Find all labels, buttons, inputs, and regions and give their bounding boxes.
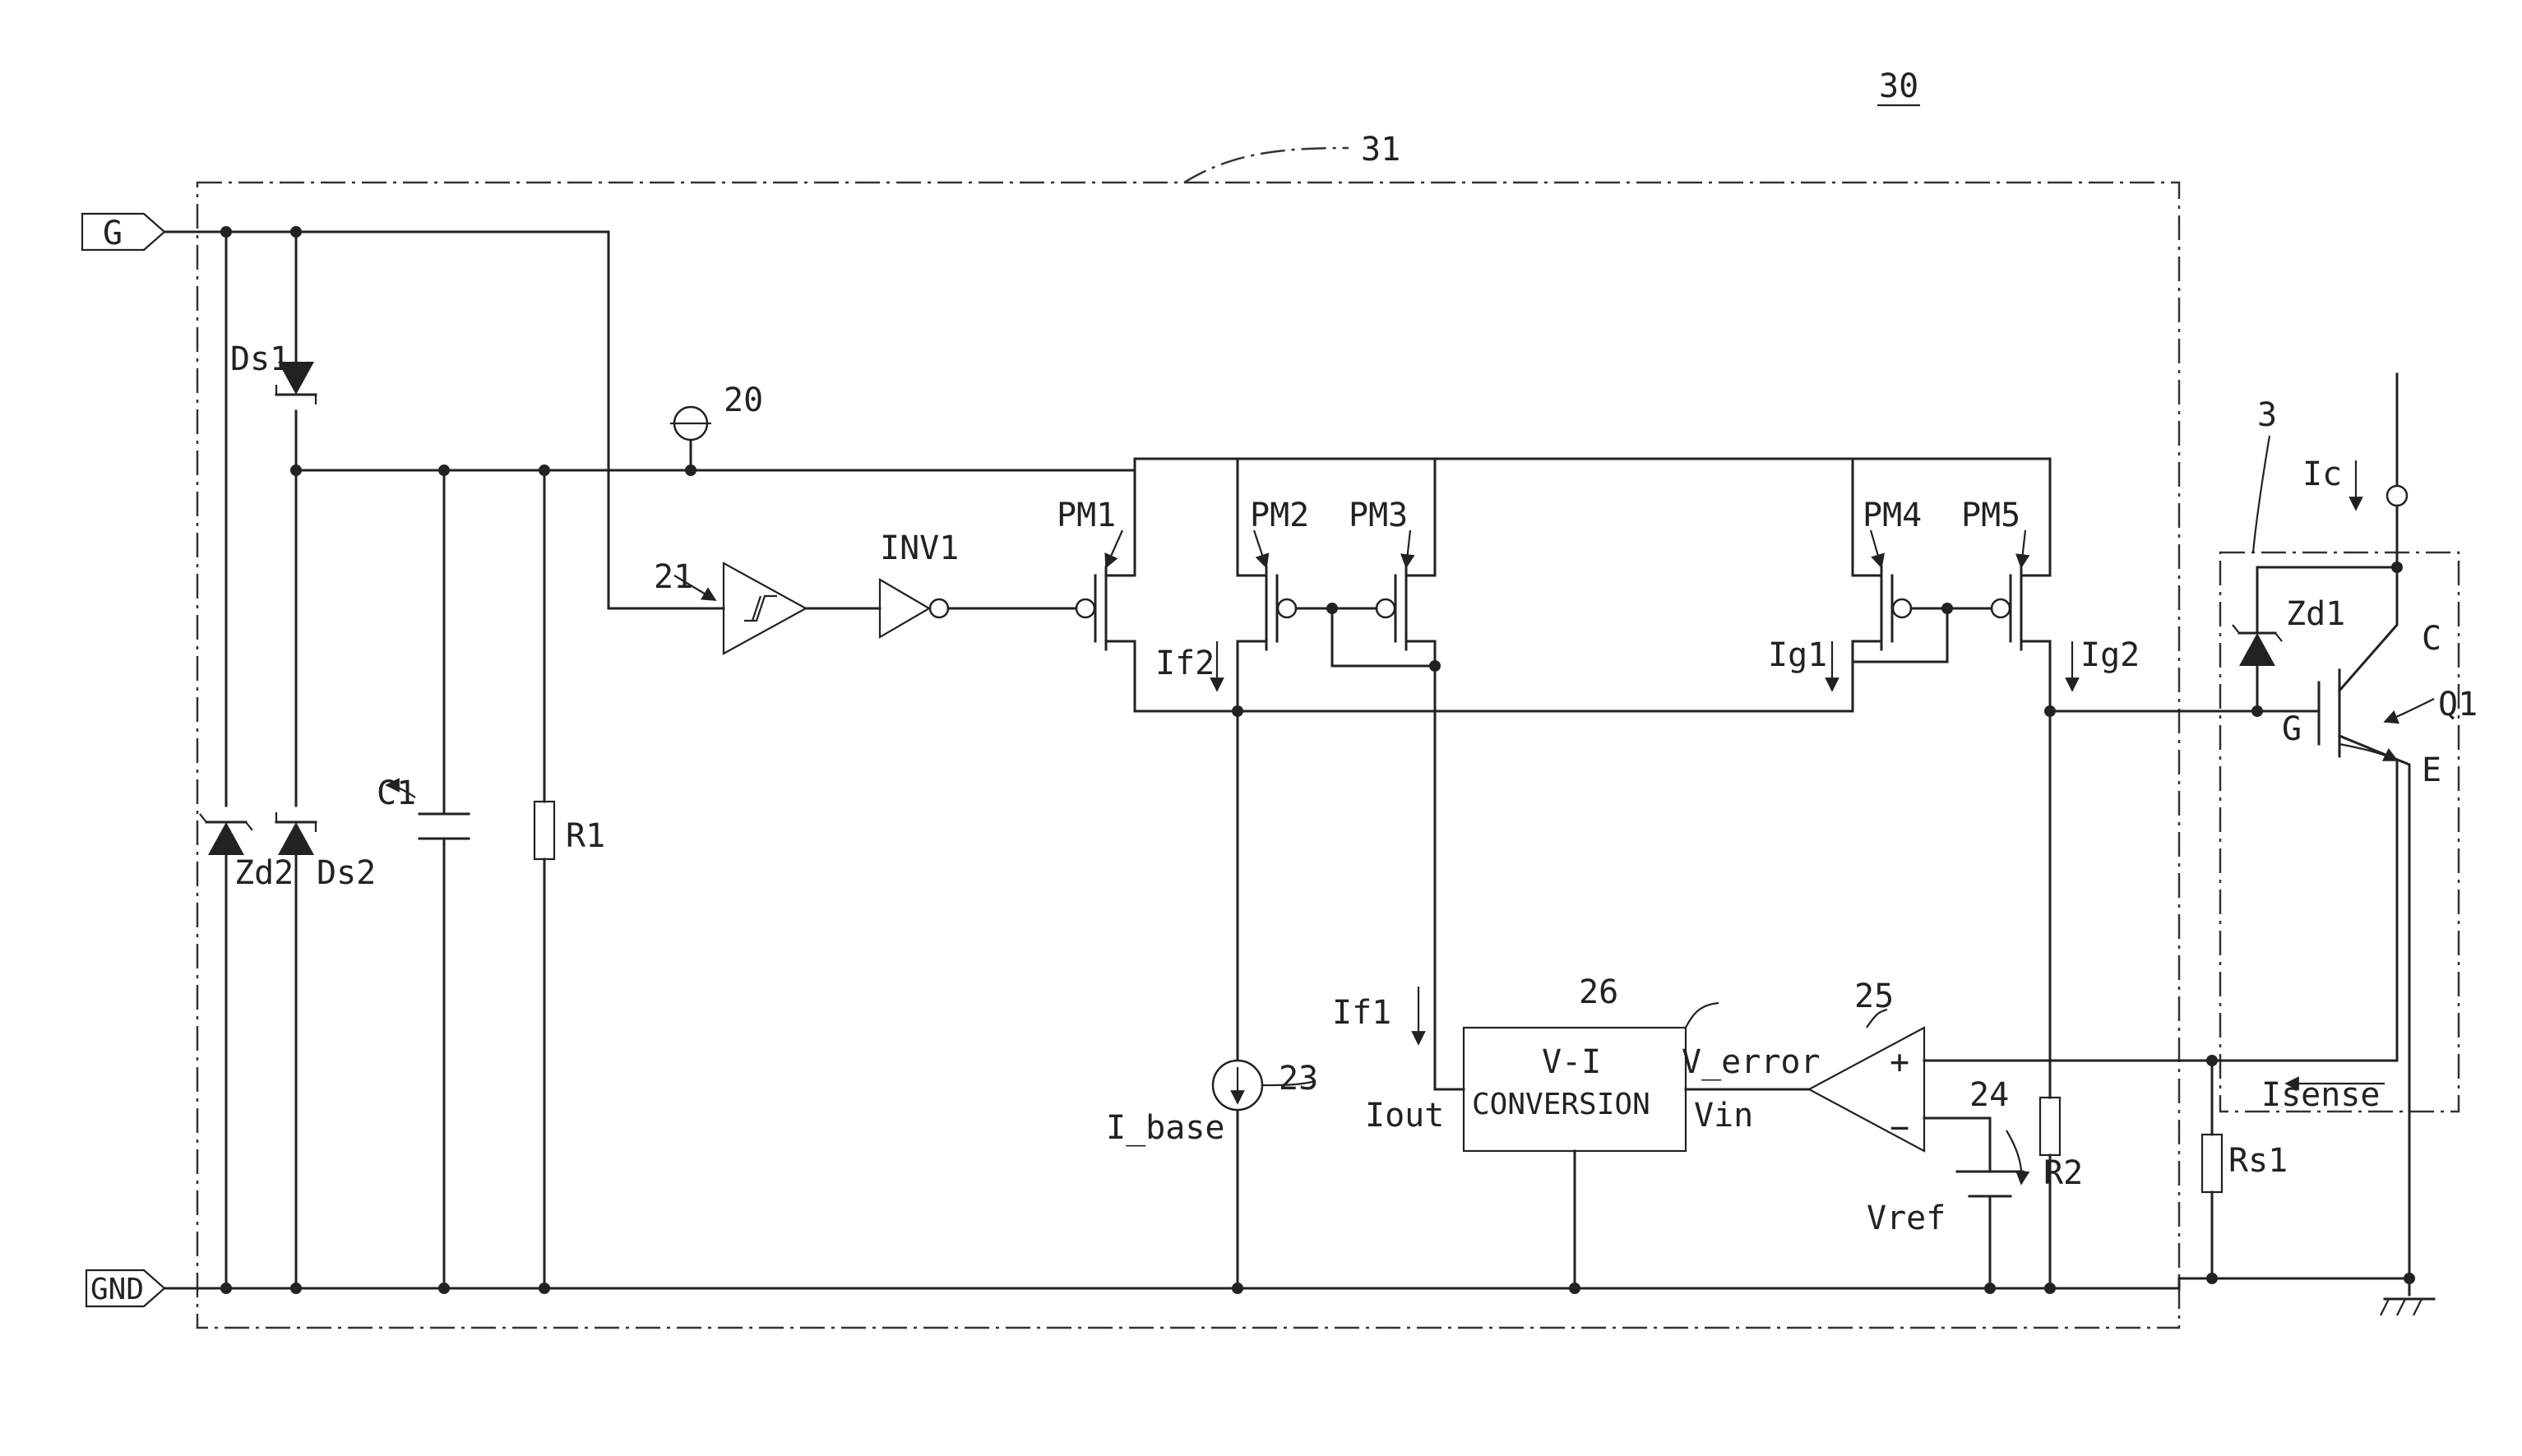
zd2-label: Zd2 [234,854,294,892]
isense-label: Isense [2261,1076,2381,1114]
r2-resistor [2040,1098,2060,1155]
node-20-label: 20 [724,381,763,419]
vref-line [1924,1118,1990,1172]
switch-3-label: 3 [2257,396,2277,434]
q1-emitter-label: E [2422,751,2441,789]
ibase-label: I_base [1106,1109,1225,1147]
ig1-label: Ig1 [1768,636,1827,674]
collector-terminal [2387,486,2407,506]
r2-label: R2 [2043,1154,2083,1192]
q1-gate-label: G [2282,710,2302,748]
block-31-boundary [197,183,2179,1328]
g-terminal [82,214,164,250]
igbt-q1 [2282,567,2434,1278]
gate-terminal-label: G [103,215,123,252]
c1-label: C1 [377,774,416,812]
q1-label: Q1 [2438,686,2478,723]
isense-line [1924,760,2397,1061]
rs1-resistor [2202,1135,2222,1192]
buffer-21-label: 21 [654,558,693,596]
ig2-label: Ig2 [2080,636,2140,674]
opamp-plus: + [1890,1043,1909,1081]
node-20-terminal [670,407,711,470]
switch-3-leader [2253,436,2270,552]
iout-label: Iout [1365,1097,1444,1135]
opamp-25-label: 25 [1854,978,1894,1015]
inverter-inv1 [880,580,948,637]
zd1-label: Zd1 [2286,595,2345,633]
pm1-label: PM1 [1057,497,1116,534]
if1-label: If1 [1332,994,1391,1032]
r1-label: R1 [566,817,605,855]
pm4-label: PM4 [1863,497,1922,534]
ds2-label: Ds2 [317,854,376,892]
pm2-label: PM2 [1250,497,1309,534]
gnd-terminal-label: GND [90,1273,144,1306]
figure-number-label: 30 [1879,67,1918,105]
zd1-branch [2257,567,2397,711]
earth-ground [2381,1299,2434,1315]
block-31-leader [1184,148,1349,183]
pm5-label: PM5 [1961,497,2020,534]
vi-leader [1686,1003,1719,1028]
junctions [220,226,2415,1294]
pm2-pm3-gate-link [1296,608,1435,666]
pm4-pm5-gate-link [1853,608,1992,662]
inv1-label: INV1 [880,529,959,567]
source-23-label: 23 [1279,1060,1318,1098]
vi-line2-label: CONVERSION [1472,1088,1650,1121]
opamp-minus: − [1890,1109,1909,1147]
block-31-label: 31 [1361,131,1400,169]
ds2-diode [276,812,316,855]
vi-block-number: 26 [1579,973,1618,1011]
ds1-label: Ds1 [230,340,289,378]
pm3-label: PM3 [1349,497,1408,534]
if2-label: If2 [1155,645,1215,682]
verror-label: V_error [1682,1043,1821,1081]
vi-line1-label: V-I [1542,1043,1601,1081]
vref-24-label: 24 [1969,1076,2009,1114]
ic-label: Ic [2302,455,2342,493]
vin-label: Vin [1694,1097,1753,1135]
r1-resistor [534,802,554,859]
vref-label: Vref [1867,1199,1946,1237]
q1-collector-label: C [2422,620,2441,658]
rs1-label: Rs1 [2228,1142,2288,1180]
supply-rail [296,459,2023,470]
zd2-zener [200,814,252,855]
